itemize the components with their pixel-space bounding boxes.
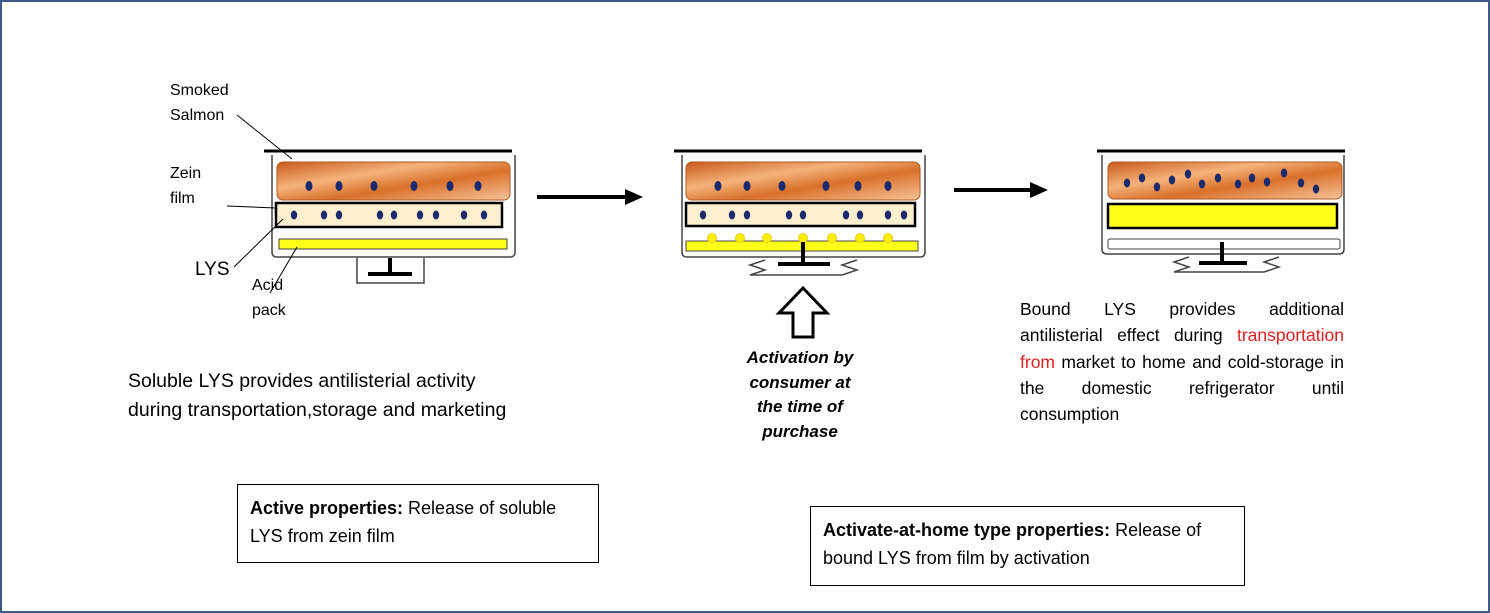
- note-line: the time of: [757, 397, 843, 417]
- package-stage-1: [226, 114, 516, 294]
- label-line: Acid: [252, 277, 284, 294]
- label-smoked-salmon: Smoked Salmon: [170, 79, 229, 129]
- box-activate-at-home-properties: Activate-at-home type properties: Releas…: [810, 506, 1245, 586]
- film-lys-dots: [290, 210, 488, 220]
- arrow-stage-2-to-3: [954, 182, 1048, 198]
- activator-stand: [356, 258, 425, 284]
- leader-zein: [226, 205, 277, 209]
- salmon-layer: [685, 161, 921, 201]
- compressed-stand: [747, 259, 860, 276]
- activation-arrow-icon: [775, 285, 831, 339]
- box-text: Release of soluble LYS from zein film: [250, 498, 557, 546]
- arrow-stage-1-to-2: [537, 189, 643, 205]
- label-zein-film: Zein film: [170, 162, 201, 212]
- leader-acid: [269, 246, 298, 294]
- diffused-lys-dots: [1123, 168, 1320, 194]
- package-tray: [271, 155, 516, 258]
- activation-note: Activation by consumer at the time of pu…: [725, 346, 875, 445]
- label-line: pack: [252, 301, 286, 319]
- package-stage-3: [1097, 149, 1345, 273]
- activated-film-layer: [1106, 202, 1339, 230]
- note-line: consumer at: [749, 372, 851, 392]
- caption-text-before: Bound LYS provides additional antilister…: [1020, 299, 1344, 346]
- label-line: film: [170, 189, 195, 207]
- label-line: Salmon: [170, 106, 225, 124]
- zein-film-layer: [274, 201, 504, 229]
- caption-text-after: market to home and cold-storage in the d…: [1020, 351, 1344, 425]
- box-text: Release of bound LYS from film by activa…: [823, 520, 1202, 568]
- note-line: purchase: [762, 421, 838, 441]
- acid-pack-layer: [278, 238, 508, 250]
- leader-salmon: [236, 114, 293, 160]
- caption-highlight: transportation from: [1020, 325, 1344, 372]
- label-line: Smoked: [170, 82, 229, 99]
- caption-bound-lys: Bound LYS provides additional antilister…: [1020, 296, 1344, 427]
- box-active-properties: Active properties: Release of soluble LY…: [237, 484, 599, 563]
- caption-soluble-lys: Soluble LYS provides antilisterial activ…: [128, 367, 506, 426]
- leader-lys: [233, 218, 284, 268]
- box-title: Activate-at-home type properties:: [823, 520, 1111, 540]
- box-title: Active properties:: [250, 498, 404, 518]
- caption-line: Soluble LYS provides antilisterial activ…: [128, 370, 476, 392]
- film-lys-dots: [699, 210, 908, 220]
- caption-line: during transportation,storage and market…: [128, 399, 507, 422]
- salmon-layer: [276, 161, 511, 201]
- label-acid-pack: Acid pack: [252, 274, 286, 324]
- label-line: Zein: [170, 165, 202, 182]
- acid-bubbles: [707, 233, 893, 243]
- note-line: Activation by: [746, 348, 854, 367]
- salmon-lys-dots: [714, 181, 892, 191]
- label-lys: LYS: [195, 259, 230, 280]
- package-stage-2: [674, 149, 926, 339]
- compressed-stand: [1171, 256, 1282, 273]
- salmon-lys-dots: [305, 181, 482, 191]
